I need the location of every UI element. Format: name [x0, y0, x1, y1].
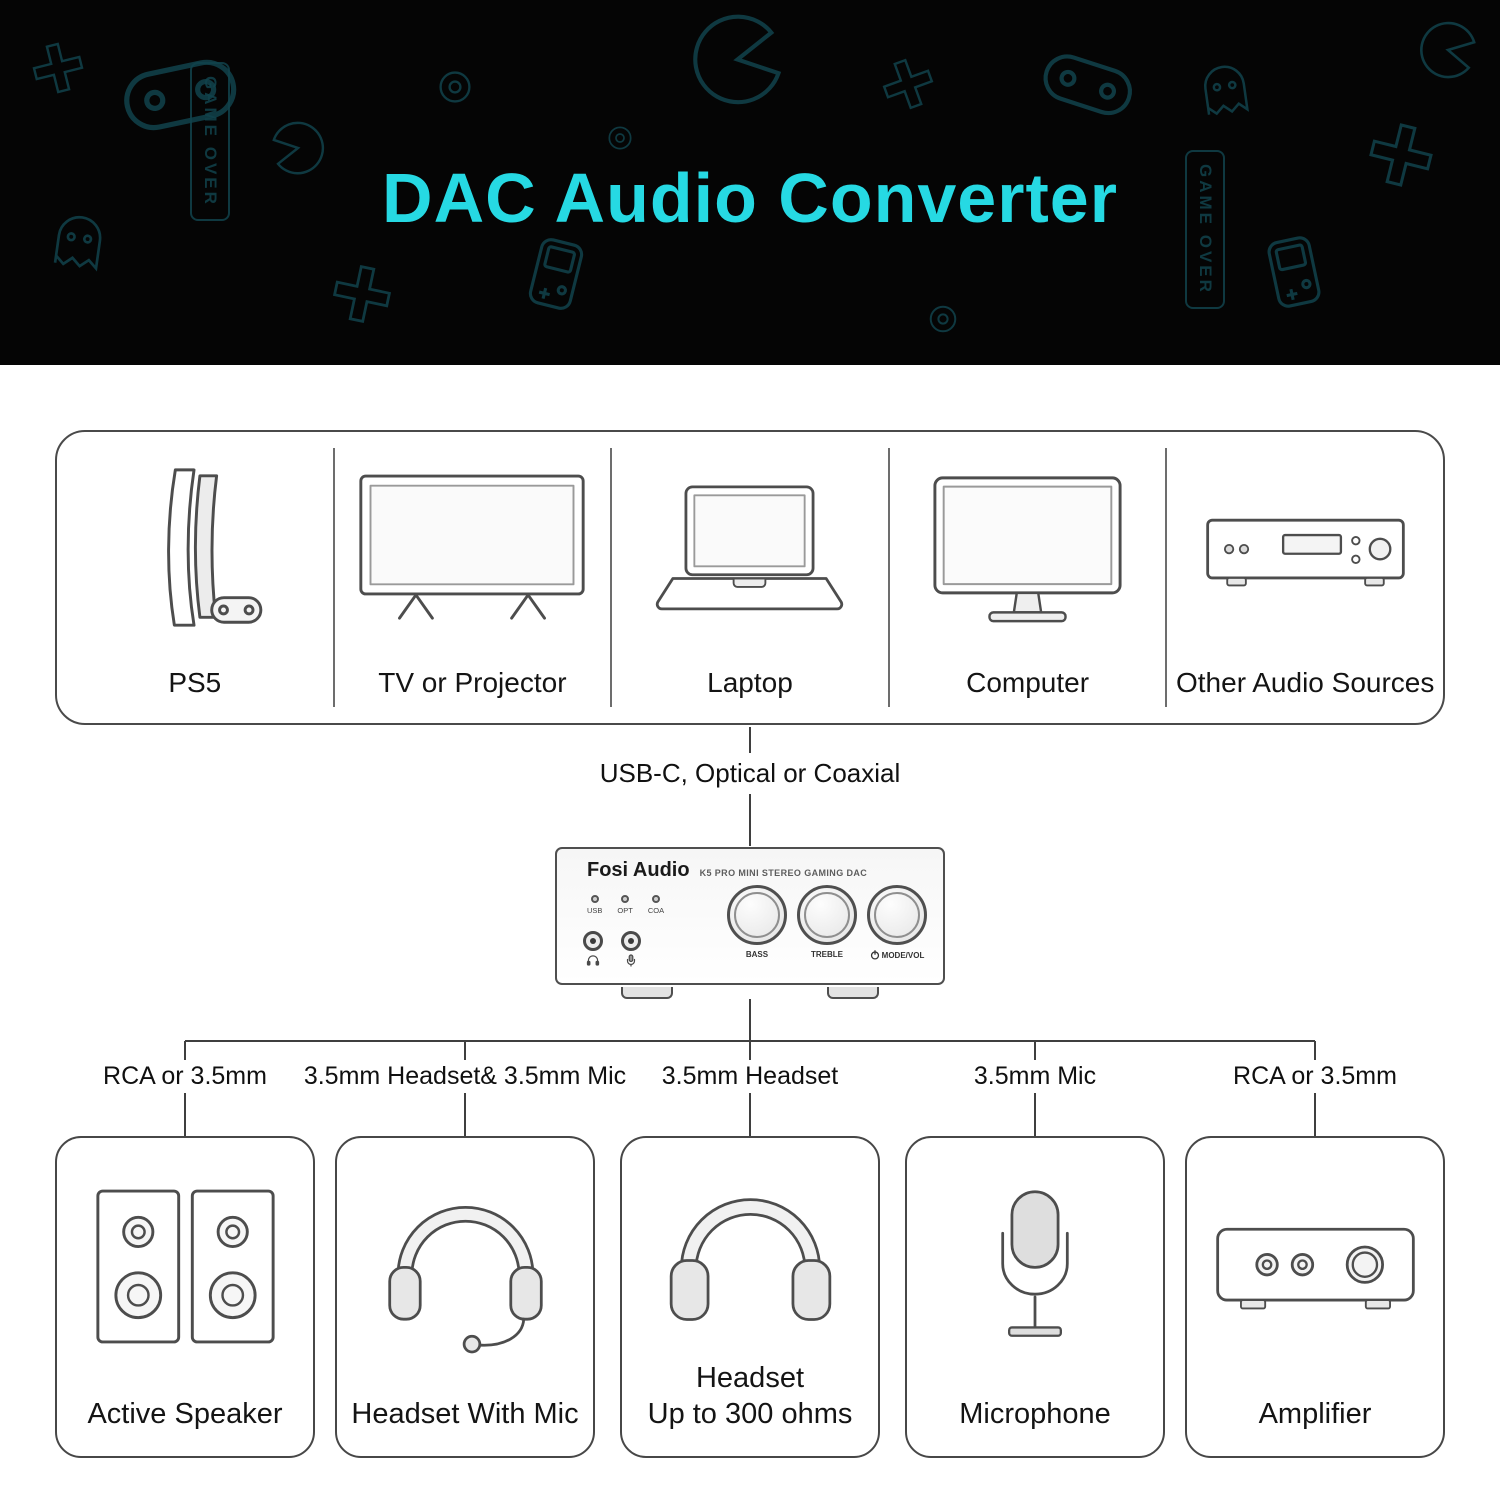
output-label: Active Speaker	[87, 1397, 283, 1430]
dpad-icon	[328, 260, 396, 328]
usb-led: USB	[587, 895, 602, 915]
output-label: Headset With Mic	[351, 1397, 579, 1430]
sources-panel: PS5 TV or Projector	[55, 430, 1445, 725]
output-label: Microphone	[959, 1397, 1111, 1430]
cable-label-speaker: RCA or 3.5mm	[91, 1060, 279, 1093]
game-over-card: GAME OVER	[190, 62, 230, 221]
dac-front-panel: Fosi Audio K5 PRO MINI STEREO GAMING DAC…	[555, 847, 945, 999]
knob-label: TREBLE	[811, 950, 843, 959]
led-label: COA	[647, 906, 665, 915]
cable-label-amplifier: RCA or 3.5mm	[1221, 1060, 1409, 1093]
knob-label: BASS	[745, 950, 769, 959]
treble-knob: TREBLE	[797, 885, 857, 960]
led-dot	[651, 895, 660, 903]
connector-line	[749, 794, 751, 846]
button-icon	[929, 305, 957, 333]
header-banner: GAME OVER GAME OVER DAC Audio Converter	[0, 0, 1500, 365]
led-dot	[621, 895, 630, 903]
connector-line	[749, 727, 751, 753]
optical-led: OPT	[617, 895, 633, 915]
page-title: DAC Audio Converter	[382, 159, 1118, 237]
coaxial-led: COA	[648, 895, 664, 915]
divider	[332, 448, 335, 707]
audio-receiver-icon	[1167, 432, 1443, 667]
jack-hole	[583, 931, 603, 951]
cable-label-mic: 3.5mm Mic	[961, 1060, 1109, 1093]
led-label: USB	[587, 906, 603, 915]
input-connector: USB-C, Optical or Coaxial	[0, 727, 1500, 846]
divider	[887, 448, 890, 707]
knob-dial	[727, 885, 787, 945]
led-label: OPT	[617, 906, 633, 915]
divider	[1165, 448, 1168, 707]
cable-label-headset-mic: 3.5mm Headset& 3.5mm Mic	[291, 1060, 639, 1093]
output-label: Headset Up to 300 ohms	[648, 1360, 853, 1457]
tv-icon	[335, 432, 611, 667]
output-active-speaker: Active Speaker	[55, 1136, 315, 1458]
dac-header: Fosi Audio K5 PRO MINI STEREO GAMING DAC	[587, 859, 867, 882]
power-icon	[870, 950, 879, 960]
dac-device: Fosi Audio K5 PRO MINI STEREO GAMING DAC…	[555, 847, 945, 999]
jack-hole	[621, 931, 641, 951]
game-over-card: GAME OVER	[1185, 150, 1225, 309]
source-label: Computer	[966, 667, 1090, 698]
dac-jacks	[583, 931, 641, 967]
output-label: Amplifier	[1258, 1397, 1372, 1430]
ps5-icon	[57, 432, 333, 667]
knob-dial	[867, 885, 927, 945]
source-other-audio: Other Audio Sources	[1167, 432, 1443, 723]
led-dot	[590, 895, 599, 903]
headphone-jack	[583, 931, 603, 967]
handheld-console-icon	[1265, 234, 1323, 310]
device-foot	[621, 987, 673, 999]
source-computer: Computer	[890, 432, 1166, 723]
divider	[610, 448, 613, 707]
output-label-line2: Up to 300 ohms	[647, 1397, 853, 1430]
knob-label-text: MODE/VOL	[881, 950, 925, 960]
handheld-console-icon	[526, 236, 586, 312]
headset-icon	[622, 1138, 878, 1360]
mic-jack-icon	[626, 954, 636, 967]
game-over-text: GAME OVER	[201, 76, 220, 207]
headphone-jack-icon	[586, 955, 600, 966]
game-over-text: GAME OVER	[1196, 164, 1215, 295]
active-speaker-icon	[57, 1138, 313, 1396]
bass-knob: BASS	[727, 885, 787, 960]
dac-input-leds: USB OPT COA	[587, 895, 664, 915]
laptop-icon	[612, 432, 888, 667]
mode-volume-knob: MODE/VOL	[867, 885, 927, 960]
source-label: PS5	[168, 667, 222, 698]
output-label-line1: Headset	[695, 1361, 804, 1394]
knob-dial	[797, 885, 857, 945]
microphone-icon	[907, 1138, 1163, 1396]
output-headset: Headset Up to 300 ohms	[620, 1136, 880, 1458]
output-headset-with-mic: Headset With Mic	[335, 1136, 595, 1458]
knob-label: MODE/VOL	[870, 950, 925, 960]
computer-monitor-icon	[890, 432, 1166, 667]
source-label: Laptop	[707, 667, 793, 698]
headset-with-mic-icon	[337, 1138, 593, 1396]
dac-model: K5 PRO MINI STEREO GAMING DAC	[699, 868, 868, 878]
output-amplifier: Amplifier	[1185, 1136, 1445, 1458]
dac-knobs: BASS TREBLE MODE/VOL	[727, 885, 927, 960]
mic-jack	[621, 931, 641, 967]
source-ps5: PS5	[57, 432, 333, 723]
output-microphone: Microphone	[905, 1136, 1165, 1458]
input-connection-label: USB-C, Optical or Coaxial	[599, 758, 901, 788]
source-tv: TV or Projector	[335, 432, 611, 723]
amplifier-icon	[1187, 1138, 1443, 1396]
source-label: TV or Projector	[378, 667, 567, 698]
dac-brand: Fosi Audio	[587, 859, 690, 881]
cable-label-headset: 3.5mm Headset	[649, 1060, 851, 1093]
source-laptop: Laptop	[612, 432, 888, 723]
device-foot	[827, 987, 879, 999]
source-label: Other Audio Sources	[1175, 667, 1435, 698]
